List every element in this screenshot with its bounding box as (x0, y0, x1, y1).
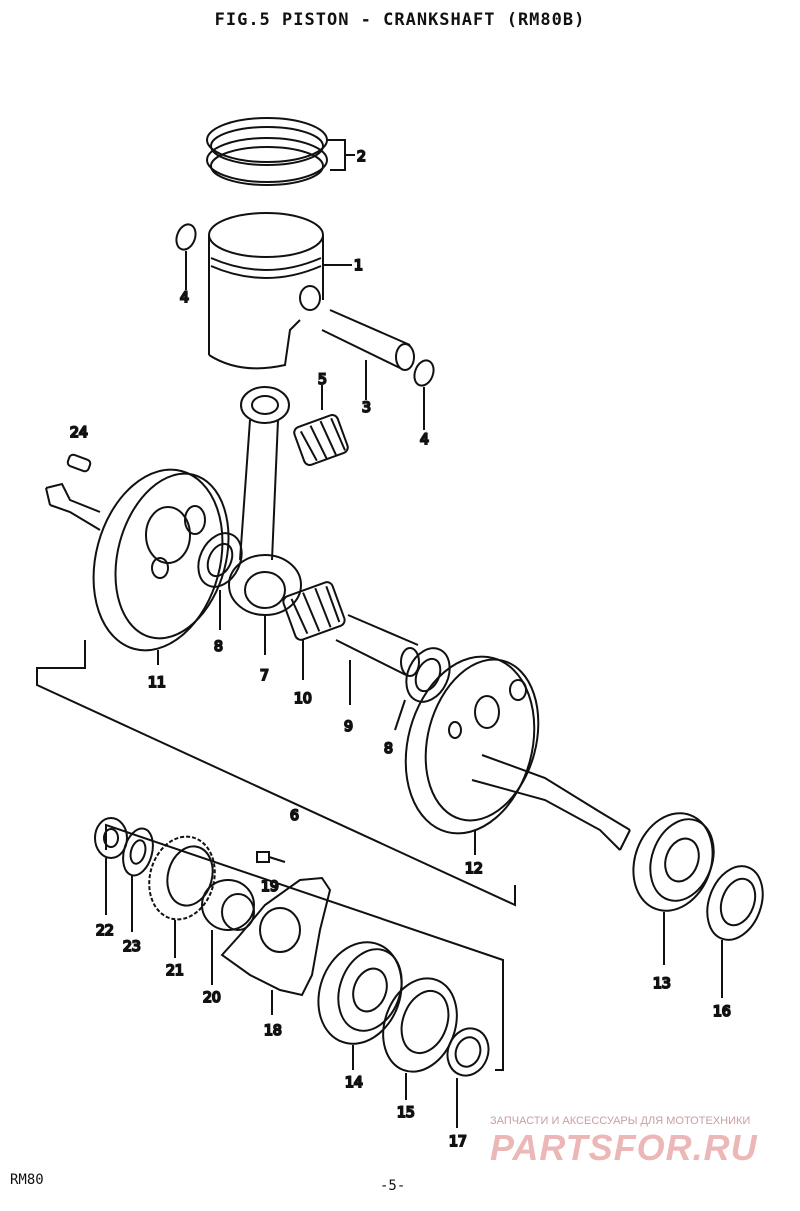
woodruff-key (66, 453, 92, 473)
bolt-19 (256, 851, 286, 863)
small-end-bearing (293, 385, 349, 466)
callout-19: 19 (261, 879, 279, 895)
callout-1: 1 (354, 258, 363, 274)
callout-3: 3 (362, 400, 371, 416)
callout-22: 22 (96, 923, 114, 939)
watermark-subtitle: ЗАПЧАСТИ И АКСЕССУАРЫ ДЛЯ МОТОТЕХНИКИ (490, 1115, 751, 1127)
crank-half-right (404, 655, 631, 855)
callout-5: 5 (318, 372, 327, 388)
circlip-left (175, 223, 197, 251)
callout-12: 12 (465, 861, 483, 877)
callout-6: 6 (290, 808, 299, 824)
piston-rings (206, 117, 355, 186)
oil-seal-15 (382, 977, 458, 1100)
bearing-retainer-18 (220, 876, 332, 1015)
watermark-logo: PARTSFOR.RU (490, 1127, 758, 1168)
callout-4-right: 4 (420, 432, 429, 448)
piston (208, 212, 352, 370)
callout-9: 9 (344, 719, 353, 735)
callout-18: 18 (264, 1023, 282, 1039)
callout-8-left: 8 (214, 639, 223, 655)
callout-21: 21 (166, 963, 184, 979)
figure-title: FIG.5 PISTON - CRANKSHAFT (RM80B) (214, 10, 586, 30)
bushing-17 (446, 1027, 490, 1128)
callout-13: 13 (653, 976, 671, 992)
callout-24: 24 (70, 425, 88, 441)
callout-11: 11 (148, 675, 166, 691)
primary-gear-21 (148, 835, 216, 958)
nut-22 (94, 817, 128, 915)
callout-23: 23 (123, 939, 141, 955)
bearing-14 (317, 941, 403, 1070)
callout-2: 2 (357, 149, 366, 165)
page-number: -5- (380, 1178, 406, 1194)
callout-10: 10 (294, 691, 312, 707)
gear-assembly-bracket (105, 823, 504, 1071)
assembly-bracket (36, 640, 516, 907)
callout-7: 7 (260, 668, 269, 684)
thrust-washer-left (197, 532, 243, 630)
model-label: RM80 (10, 1172, 44, 1188)
piston-pin (321, 309, 415, 400)
big-end-bearing (282, 581, 346, 680)
callout-17: 17 (449, 1134, 467, 1150)
crank-pin (335, 614, 420, 705)
oil-seal-16 (706, 865, 764, 998)
connecting-rod (228, 386, 302, 655)
washer-23 (122, 827, 154, 932)
callout-8-right: 8 (384, 741, 393, 757)
circlip-right (413, 359, 435, 387)
callout-16: 16 (713, 1004, 731, 1020)
callout-4-left: 4 (180, 290, 189, 306)
bearing-13 (632, 812, 715, 965)
callout-15: 15 (397, 1105, 415, 1121)
crank-half-left (45, 468, 230, 665)
spacer-20 (201, 879, 255, 985)
callout-14: 14 (345, 1075, 363, 1091)
callout-20: 20 (203, 990, 221, 1006)
